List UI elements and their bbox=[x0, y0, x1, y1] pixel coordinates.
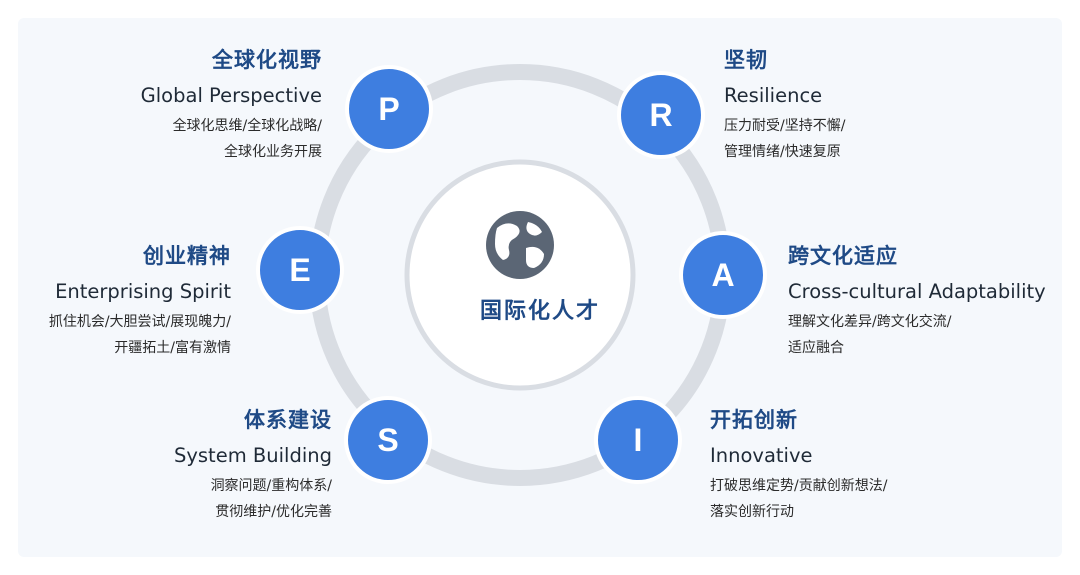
label-en: Innovative bbox=[710, 444, 813, 467]
label-en: System Building bbox=[173, 444, 332, 467]
label-desc: 全球化思维/全球化战略/ bbox=[172, 118, 322, 134]
node-letter: E bbox=[289, 252, 310, 288]
node-circle bbox=[594, 396, 682, 484]
label-desc: 理解文化差异/跨文化交流/ bbox=[788, 314, 952, 330]
label-enterprising-spirit: 创业精神 Enterprising Spirit 抓住机会/大胆尝试/展现魄力/… bbox=[49, 240, 231, 357]
node-circle bbox=[345, 65, 433, 153]
label-desc: 管理情绪/快速复原 bbox=[724, 144, 841, 160]
label-desc: 适应融合 bbox=[788, 340, 844, 356]
node-letter: A bbox=[711, 257, 734, 293]
label-cn: 体系建设 bbox=[244, 408, 332, 432]
node-letter: I bbox=[634, 422, 643, 458]
label-cross-cultural-adaptability: 跨文化适应 Cross-cultural Adaptability 理解文化差异… bbox=[788, 240, 1046, 357]
node-i: I bbox=[594, 396, 682, 484]
label-innovative: 开拓创新 Innovative 打破思维定势/贡献创新想法/ 落实创新行动 bbox=[710, 404, 887, 521]
globe-icon bbox=[486, 211, 554, 279]
label-cn: 开拓创新 bbox=[710, 408, 798, 432]
label-cn: 坚韧 bbox=[724, 48, 768, 72]
node-letter: R bbox=[649, 97, 672, 133]
label-desc: 打破思维定势/贡献创新想法/ bbox=[710, 478, 888, 494]
center-title: 国际化人才 bbox=[479, 299, 600, 324]
label-en: Cross-cultural Adaptability bbox=[788, 280, 1046, 303]
label-resilience: 坚韧 Resilience 压力耐受/坚持不懈/ 管理情绪/快速复原 bbox=[724, 44, 845, 161]
node-r: R bbox=[617, 71, 705, 159]
label-cn: 创业精神 bbox=[143, 244, 231, 268]
label-desc: 洞察问题/重构体系/ bbox=[210, 478, 332, 494]
node-circle bbox=[344, 396, 432, 484]
node-circle bbox=[256, 226, 344, 314]
node-e: E bbox=[256, 226, 344, 314]
label-desc: 压力耐受/坚持不懈/ bbox=[724, 118, 846, 134]
label-desc: 抓住机会/大胆尝试/展现魄力/ bbox=[48, 314, 231, 330]
node-circle bbox=[679, 231, 767, 319]
label-desc: 全球化业务开展 bbox=[224, 144, 322, 160]
label-global-perspective: 全球化视野 Global Perspective 全球化思维/全球化战略/ 全球… bbox=[141, 44, 322, 161]
label-desc: 开疆拓土/富有激情 bbox=[114, 340, 231, 356]
label-en: Enterprising Spirit bbox=[55, 280, 231, 303]
node-a: A bbox=[679, 231, 767, 319]
node-letter: P bbox=[378, 91, 399, 127]
label-en: Global Perspective bbox=[140, 84, 322, 107]
label-desc: 落实创新行动 bbox=[710, 504, 794, 520]
node-circle bbox=[617, 71, 705, 159]
node-p: P bbox=[345, 65, 433, 153]
node-letter: S bbox=[377, 422, 398, 458]
label-system-building: 体系建设 System Building 洞察问题/重构体系/ 贯彻维护/优化完… bbox=[174, 404, 332, 521]
label-cn: 跨文化适应 bbox=[788, 244, 898, 268]
label-desc: 贯彻维护/优化完善 bbox=[215, 504, 332, 520]
node-s: S bbox=[344, 396, 432, 484]
label-en: Resilience bbox=[724, 84, 823, 107]
label-cn: 全球化视野 bbox=[212, 48, 322, 72]
